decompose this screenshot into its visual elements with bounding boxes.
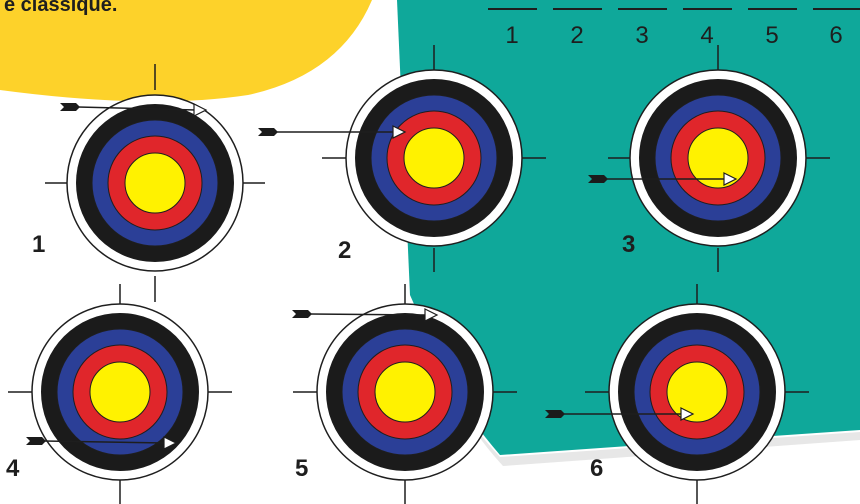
target-number: 1 xyxy=(32,231,45,258)
answer-slot-label: 1 xyxy=(505,22,518,49)
answer-slot-label: 4 xyxy=(700,22,713,49)
target-4: 4 xyxy=(6,284,232,504)
yellow-bullseye xyxy=(375,362,435,422)
yellow-bullseye xyxy=(404,128,464,188)
answer-slot-label: 5 xyxy=(765,22,778,49)
answer-slot-label: 2 xyxy=(570,22,583,49)
target-number: 4 xyxy=(6,455,20,482)
target-number: 6 xyxy=(590,455,603,482)
instruction-text: e classique. xyxy=(4,0,117,16)
answer-slot-label: 3 xyxy=(635,22,648,49)
target-number: 2 xyxy=(338,237,351,264)
target-number: 5 xyxy=(295,455,308,482)
answer-slot-label: 6 xyxy=(829,22,842,49)
target-1: 1 xyxy=(32,64,265,302)
yellow-bullseye xyxy=(667,362,727,422)
yellow-bullseye xyxy=(125,153,185,213)
target-number: 3 xyxy=(622,231,635,258)
yellow-bullseye xyxy=(90,362,150,422)
